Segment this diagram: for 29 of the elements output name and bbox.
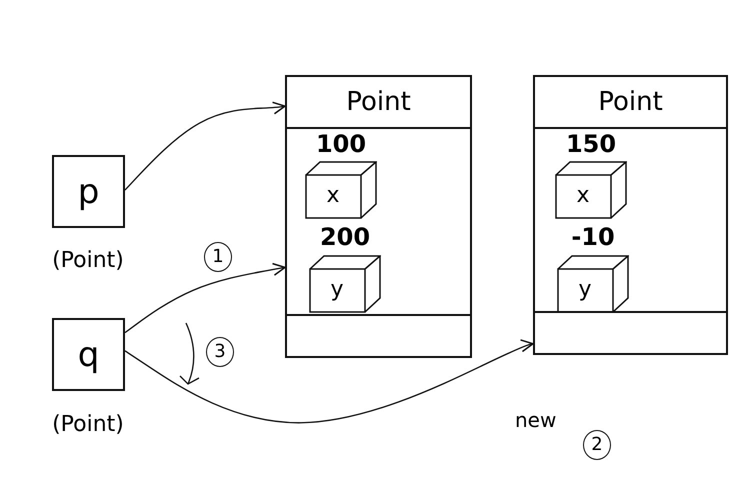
variable-name: p — [78, 172, 100, 212]
field-name: y — [577, 277, 593, 302]
type-label: (Point) — [51, 248, 125, 273]
field-name: y — [329, 277, 345, 302]
field-box — [557, 255, 629, 313]
step-number: 3 — [206, 337, 234, 367]
step-number: 2 — [583, 430, 611, 460]
type-label: (Point) — [51, 412, 125, 437]
variable-box — [52, 155, 125, 228]
field-value: 100 — [314, 130, 368, 158]
field-box — [305, 161, 377, 219]
field-value: -10 — [570, 223, 616, 251]
variable-box — [52, 318, 125, 391]
field-name: x — [575, 183, 591, 208]
step-number: 1 — [204, 242, 232, 272]
arrow — [124, 262, 286, 334]
class-name: Point — [597, 87, 664, 117]
field-box — [555, 161, 627, 219]
annotation: new — [515, 408, 556, 432]
field-name: x — [325, 183, 341, 208]
object-box — [285, 75, 472, 358]
arrow — [124, 339, 534, 424]
class-name: Point — [345, 87, 412, 117]
arrow — [124, 102, 286, 190]
field-value: 200 — [318, 223, 372, 251]
variable-name: q — [78, 334, 100, 374]
field-box — [309, 255, 381, 313]
field-value: 150 — [564, 130, 618, 158]
object-box — [533, 75, 728, 355]
